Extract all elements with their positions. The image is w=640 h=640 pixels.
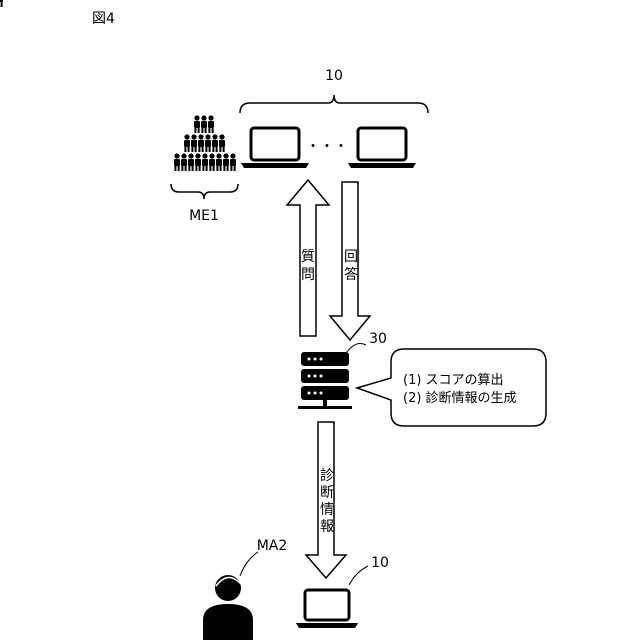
answer-label-char: 回 bbox=[344, 249, 358, 265]
terminals-ellipsis: ・・・ bbox=[306, 139, 348, 155]
top-terminals-brace bbox=[240, 95, 428, 113]
diagnosis-label-char: 報 bbox=[320, 519, 334, 535]
user-ref: MA2 bbox=[257, 538, 288, 554]
question-label-char: 問 bbox=[301, 267, 315, 283]
question-label-char: 質 bbox=[301, 249, 315, 265]
user-ref-leader bbox=[240, 552, 258, 576]
group-ref: ME1 bbox=[189, 208, 219, 224]
server-ref: 30 bbox=[369, 331, 387, 347]
server-ref-leader bbox=[347, 344, 366, 352]
callout-line-1: (1) スコアの算出 bbox=[403, 373, 504, 388]
diagnosis-label-char: 診 bbox=[320, 468, 334, 484]
laptop-icon bbox=[241, 128, 309, 168]
server-icon bbox=[298, 352, 352, 409]
top-terminals-ref: 10 bbox=[325, 68, 343, 84]
answer-label-char: 答 bbox=[344, 266, 358, 283]
user-icon bbox=[203, 575, 253, 640]
people-group-icon bbox=[0, 0, 236, 171]
bottom-terminal-ref: 10 bbox=[371, 555, 389, 571]
laptop-icon bbox=[348, 128, 416, 168]
bottom-terminal-ref-leader bbox=[349, 566, 368, 585]
group-brace bbox=[171, 184, 238, 199]
diagnosis-label-char: 断 bbox=[320, 485, 334, 501]
laptop-icon bbox=[296, 590, 358, 628]
callout-line-2: (2) 診断情報の生成 bbox=[403, 390, 517, 406]
diagnosis-label-char: 情 bbox=[320, 502, 334, 518]
